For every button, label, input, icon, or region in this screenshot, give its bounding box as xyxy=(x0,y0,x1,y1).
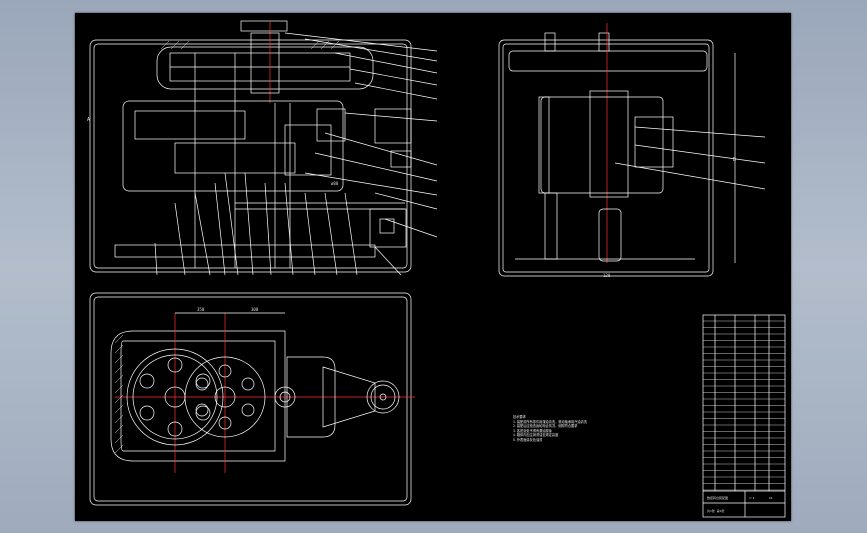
dimension-label-1: 350 xyxy=(197,307,205,312)
tech-note-line: 4.箱体内加注润滑油至规定高度 xyxy=(513,433,559,438)
parts-list-rows xyxy=(703,320,785,491)
title-block-scale: 1:2 xyxy=(749,496,755,500)
dimension-label-3: ø80 xyxy=(331,181,339,186)
tech-note-line: 2.装配后应检查齿轮啮合情况，侧隙符合要求 xyxy=(513,424,578,429)
title-block-title: 数控转台装配图 xyxy=(707,495,728,500)
title-block-sheet: A1 xyxy=(769,496,773,500)
dimension-label-4: 120 xyxy=(603,273,611,278)
cad-drawing: A B 350 300 ø80 120 数控转台装配图 1:2 A1 共1张 第… xyxy=(87,20,786,518)
view-label-a: A xyxy=(87,117,90,123)
tech-note-line: 3.各密封处不得有漏油现象 xyxy=(513,428,552,433)
side-view xyxy=(498,23,766,277)
tech-note-line: 1.装配前所有零件用煤油清洗，滚动轴承用汽油清洗 xyxy=(513,419,587,424)
section-hatching xyxy=(114,40,340,454)
tech-note-line: 5.外表面涂灰色油漆 xyxy=(513,437,543,442)
title-block xyxy=(702,314,786,518)
title-block-footer: 共1张 第1张 xyxy=(707,508,724,513)
front-section-view xyxy=(89,20,438,276)
dimension-label-2: 300 xyxy=(251,307,259,312)
tech-notes-heading: 技术要求 xyxy=(513,415,526,419)
top-view xyxy=(89,292,415,506)
drawing-sheet: A B 350 300 ø80 120 数控转台装配图 1:2 A1 共1张 第… xyxy=(75,13,791,521)
view-label-b: B xyxy=(733,157,736,163)
